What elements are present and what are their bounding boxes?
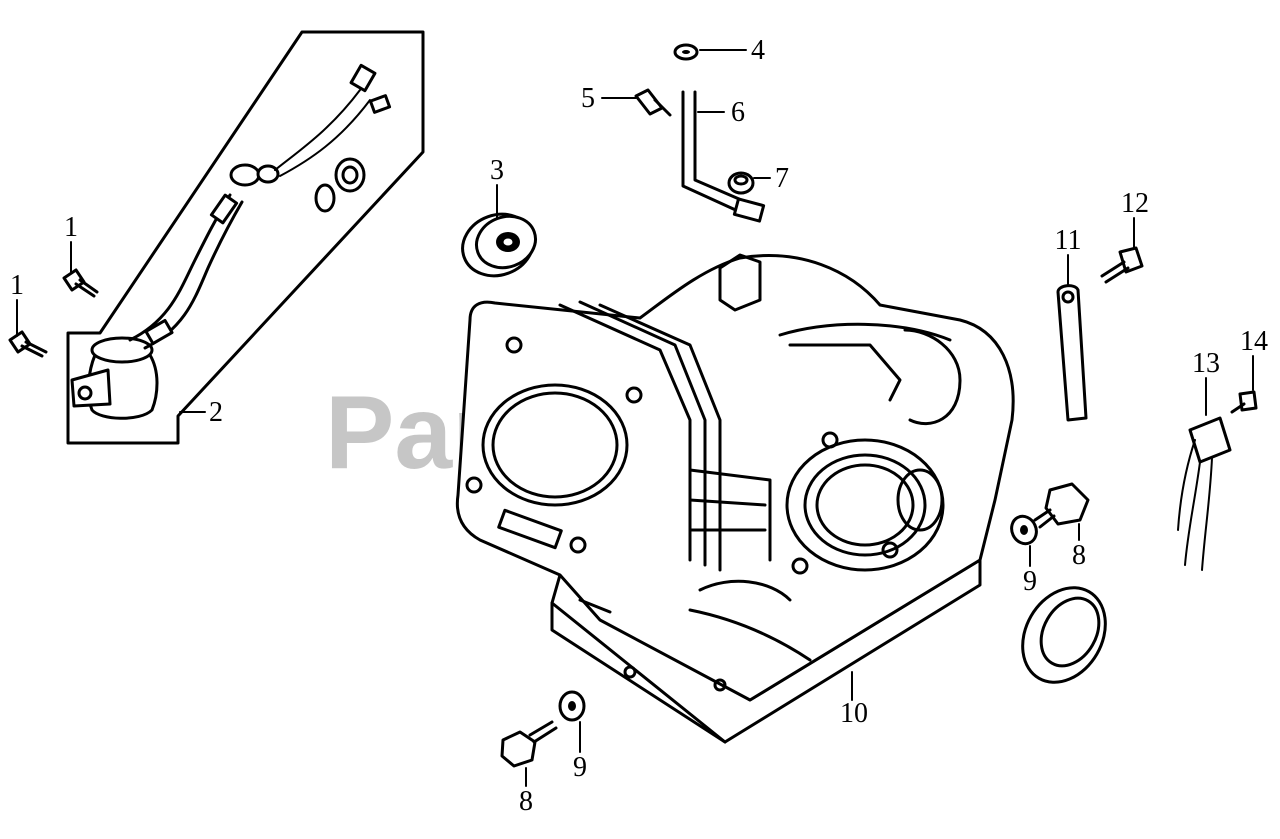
callout-4: 4 xyxy=(751,35,765,66)
callout-7: 7 xyxy=(775,163,789,194)
part-nut-7[interactable] xyxy=(727,171,755,195)
callout-14: 14 xyxy=(1240,326,1268,357)
callout-1a: 1 xyxy=(64,212,78,243)
part-washer-9-bottom[interactable] xyxy=(558,690,586,722)
part-washer-9-right[interactable] xyxy=(1007,512,1041,548)
part-bolt-12[interactable] xyxy=(1100,246,1144,284)
callout-8-bottom: 8 xyxy=(519,786,533,817)
callout-1b: 1 xyxy=(10,270,24,301)
part-screw-1b[interactable] xyxy=(8,330,48,358)
callout-8-right: 8 xyxy=(1072,540,1086,571)
callout-6: 6 xyxy=(731,97,745,128)
part-governor-shaft-6[interactable] xyxy=(681,90,766,223)
part-screw-5[interactable] xyxy=(634,88,672,117)
leader-lines xyxy=(16,49,1254,787)
part-switch-13[interactable] xyxy=(1177,416,1232,571)
part-bearing[interactable] xyxy=(454,204,543,285)
part-crankcase[interactable] xyxy=(455,253,1015,744)
callout-9-bottom: 9 xyxy=(573,752,587,783)
callout-9-right: 9 xyxy=(1023,566,1037,597)
callout-13: 13 xyxy=(1192,348,1220,379)
callout-2: 2 xyxy=(209,397,223,428)
part-screw-14[interactable] xyxy=(1230,390,1258,414)
callout-5: 5 xyxy=(581,83,595,114)
part-oil-sensor-inset[interactable] xyxy=(66,30,425,445)
part-screw-1a[interactable] xyxy=(62,268,99,298)
part-bolt-8-right[interactable] xyxy=(1033,482,1090,529)
callout-10: 10 xyxy=(840,698,868,729)
callout-labels: 1 1 2 3 4 5 6 7 8 8 9 9 10 11 12 13 14 xyxy=(10,35,1268,817)
callout-12: 12 xyxy=(1121,188,1149,219)
part-dipstick-11[interactable] xyxy=(1056,284,1088,422)
callout-11: 11 xyxy=(1055,225,1082,256)
callout-3: 3 xyxy=(490,155,504,186)
part-bolt-8-bottom[interactable] xyxy=(500,720,558,768)
part-washer-4[interactable] xyxy=(673,43,699,61)
part-oil-seal[interactable] xyxy=(1006,573,1122,698)
